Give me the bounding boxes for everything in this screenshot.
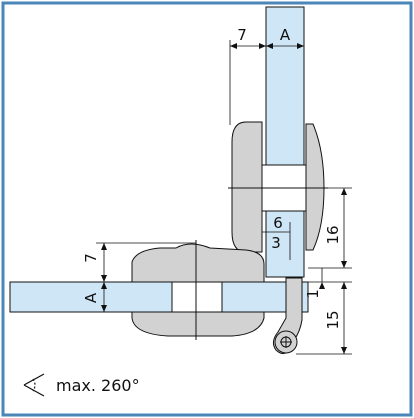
horizontal-glass-panel	[9, 281, 309, 313]
dim-left-lower: A	[82, 292, 100, 303]
dim-left-upper: 7	[82, 253, 100, 263]
upper-clamp-left	[231, 121, 263, 253]
dim-small-lower: 3	[271, 234, 281, 252]
dim-right-upper: 16	[324, 225, 342, 244]
rotation-caption: max. 260°	[56, 376, 140, 395]
dim-top-right: A	[280, 26, 291, 44]
angle-icon	[23, 373, 45, 397]
dim-right-lower: 15	[324, 310, 342, 329]
lower-clamp-bottom	[131, 311, 265, 337]
dim-small-upper: 6	[273, 214, 283, 232]
lower-bolt-window	[171, 281, 223, 313]
lower-clamp-top	[131, 243, 265, 283]
dimension-arrows	[101, 43, 347, 354]
dim-right-small: 1	[304, 289, 322, 299]
dim-top-left: 7	[237, 26, 247, 44]
